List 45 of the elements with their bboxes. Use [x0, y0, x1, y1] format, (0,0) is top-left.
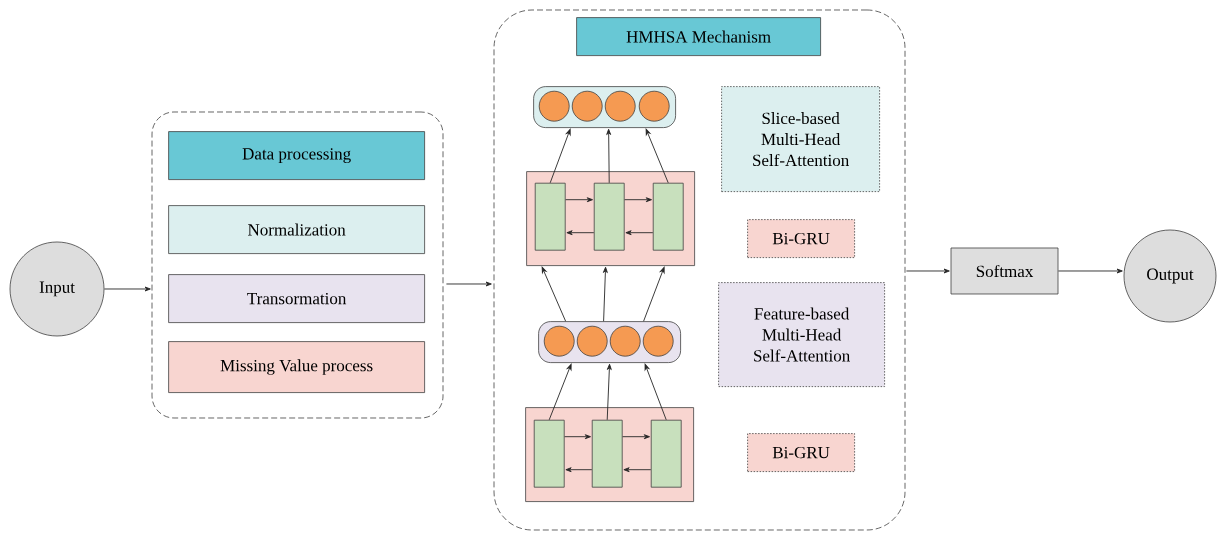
arrow: [541, 266, 567, 322]
arrow: [905, 268, 950, 274]
neuron-circle: [604, 90, 636, 122]
process-box: Missing Value process: [168, 341, 425, 393]
arrow: [624, 197, 652, 203]
arrow: [644, 363, 667, 421]
label-box: Feature-based Multi-Head Self-Attention: [718, 282, 885, 387]
process-box: Transormation: [168, 274, 425, 323]
gru-cell: [534, 182, 566, 251]
label-box: Bi-GRU: [747, 219, 855, 258]
gru-cell: [591, 419, 623, 488]
arrow: [548, 363, 572, 421]
process-box: Softmax: [950, 247, 1059, 295]
arrow: [645, 128, 669, 184]
neuron-circle: [609, 325, 641, 357]
neuron-circle: [571, 90, 603, 122]
process-box: Data processing: [168, 131, 425, 180]
arrow: [606, 363, 612, 421]
arrow: [565, 197, 593, 203]
arrow: [103, 286, 151, 292]
neuron-circle: [543, 325, 575, 357]
gru-cell: [652, 182, 684, 251]
arrow: [564, 434, 591, 440]
gru-cell: [533, 419, 565, 488]
arrow: [623, 467, 652, 473]
process-box: Normalization: [168, 205, 425, 254]
arrow: [606, 128, 612, 184]
label-box: Bi-GRU: [747, 433, 855, 472]
arrow: [625, 230, 654, 236]
neuron-circle: [638, 90, 670, 122]
neuron-circle: [576, 325, 608, 357]
title-box: HMHSA Mechanism: [576, 17, 821, 56]
neuron-circle: [538, 90, 570, 122]
gru-cell: [650, 419, 682, 488]
arrow: [565, 467, 593, 473]
arrow: [1057, 268, 1123, 274]
arrow: [643, 266, 665, 322]
neuron-circle: [642, 325, 674, 357]
arrow: [566, 230, 595, 236]
arrow: [622, 434, 650, 440]
gru-cell: [593, 182, 625, 251]
label-box: Slice-based Multi-Head Self-Attention: [721, 86, 880, 192]
arrow: [445, 281, 492, 287]
arrow: [602, 266, 608, 322]
arrow: [549, 128, 571, 184]
